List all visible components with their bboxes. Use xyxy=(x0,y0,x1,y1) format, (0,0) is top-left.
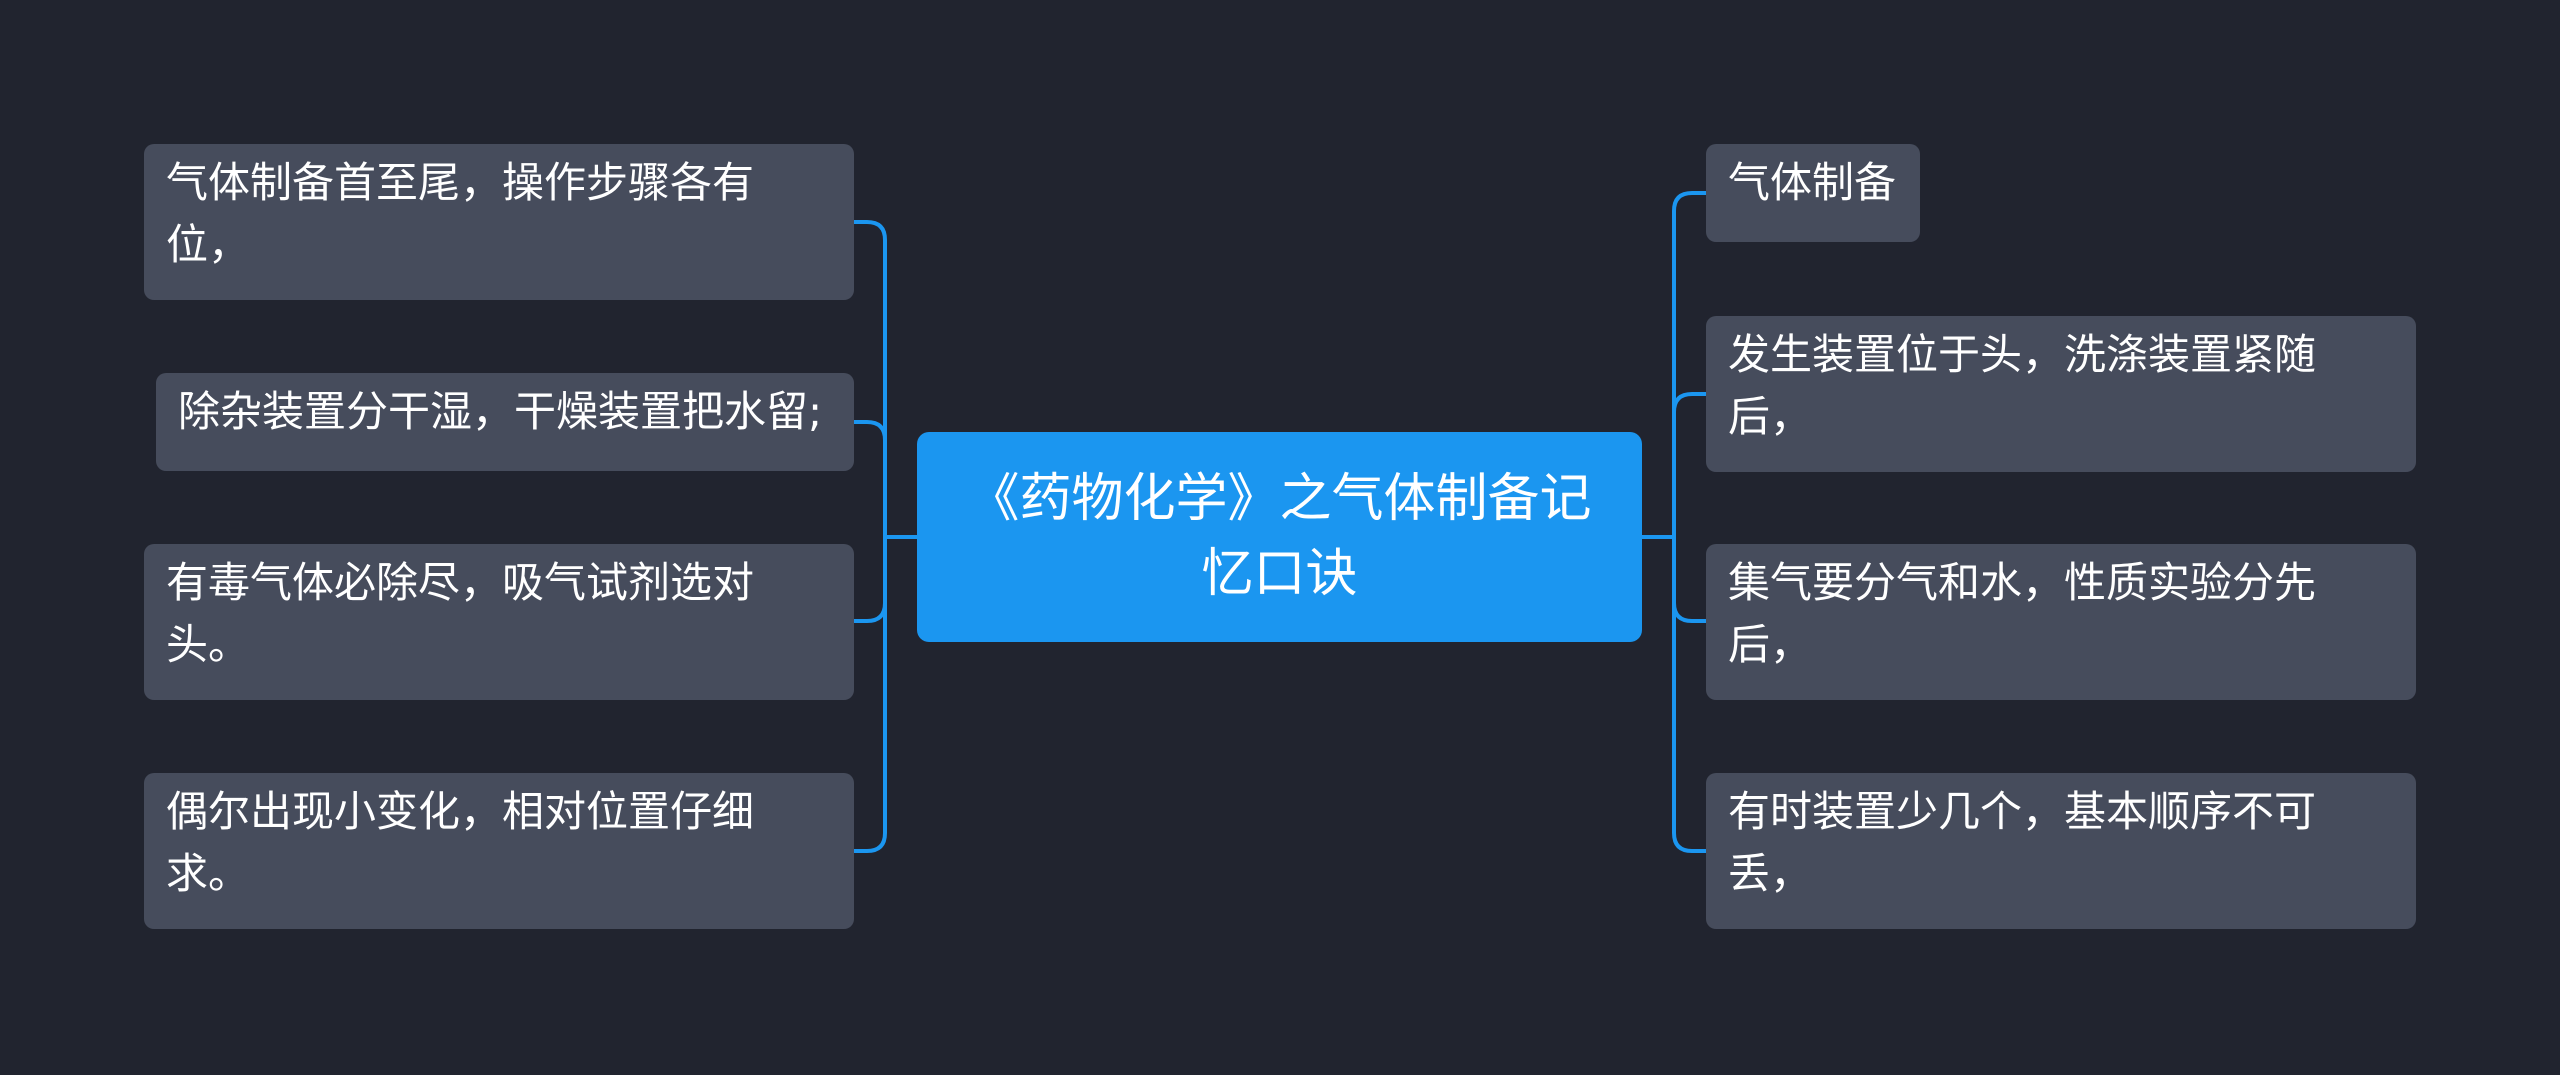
right-branch-node-1[interactable]: 气体制备 xyxy=(1706,144,1920,242)
left-branch-node-4[interactable]: 偶尔出现小变化，相对位置仔细求。 xyxy=(144,773,854,929)
right-branch-label-2: 发生装置位于头，洗涤装置紧随后， xyxy=(1728,330,2317,441)
left-branch-node-3[interactable]: 有毒气体必除尽，吸气试剂选对头。 xyxy=(144,544,854,700)
connector-right-3 xyxy=(1672,535,1708,623)
left-branch-label-4: 偶尔出现小变化，相对位置仔细求。 xyxy=(166,787,755,898)
connector-left-3 xyxy=(852,535,887,623)
left-branch-label-3: 有毒气体必除尽，吸气试剂选对头。 xyxy=(166,558,755,669)
left-branch-label-1: 气体制备首至尾，操作步骤各有位， xyxy=(166,158,755,269)
right-branch-label-3: 集气要分气和水，性质实验分先后， xyxy=(1728,558,2317,669)
left-branch-label-2: 除杂装置分干湿，干燥装置把水留; xyxy=(178,387,823,436)
connector-left-1 xyxy=(852,220,887,539)
connector-left-4 xyxy=(852,535,887,853)
central-topic-label: 《药物化学》之气体制备记忆口诀 xyxy=(967,469,1592,604)
left-branch-node-2[interactable]: 除杂装置分干湿，干燥装置把水留; xyxy=(156,373,854,471)
connector-right-2 xyxy=(1672,392,1708,539)
connector-right-4 xyxy=(1672,535,1708,853)
central-topic[interactable]: 《药物化学》之气体制备记忆口诀 xyxy=(917,432,1642,642)
right-branch-node-4[interactable]: 有时装置少几个，基本顺序不可丢， xyxy=(1706,773,2416,929)
right-branch-node-3[interactable]: 集气要分气和水，性质实验分先后， xyxy=(1706,544,2416,700)
right-branch-label-1: 气体制备 xyxy=(1728,158,1897,207)
left-branch-node-1[interactable]: 气体制备首至尾，操作步骤各有位， xyxy=(144,144,854,300)
connector-right-1 xyxy=(1672,191,1708,539)
right-branch-node-2[interactable]: 发生装置位于头，洗涤装置紧随后， xyxy=(1706,316,2416,472)
connector-left-2 xyxy=(852,420,887,539)
right-branch-label-4: 有时装置少几个，基本顺序不可丢， xyxy=(1728,787,2317,898)
